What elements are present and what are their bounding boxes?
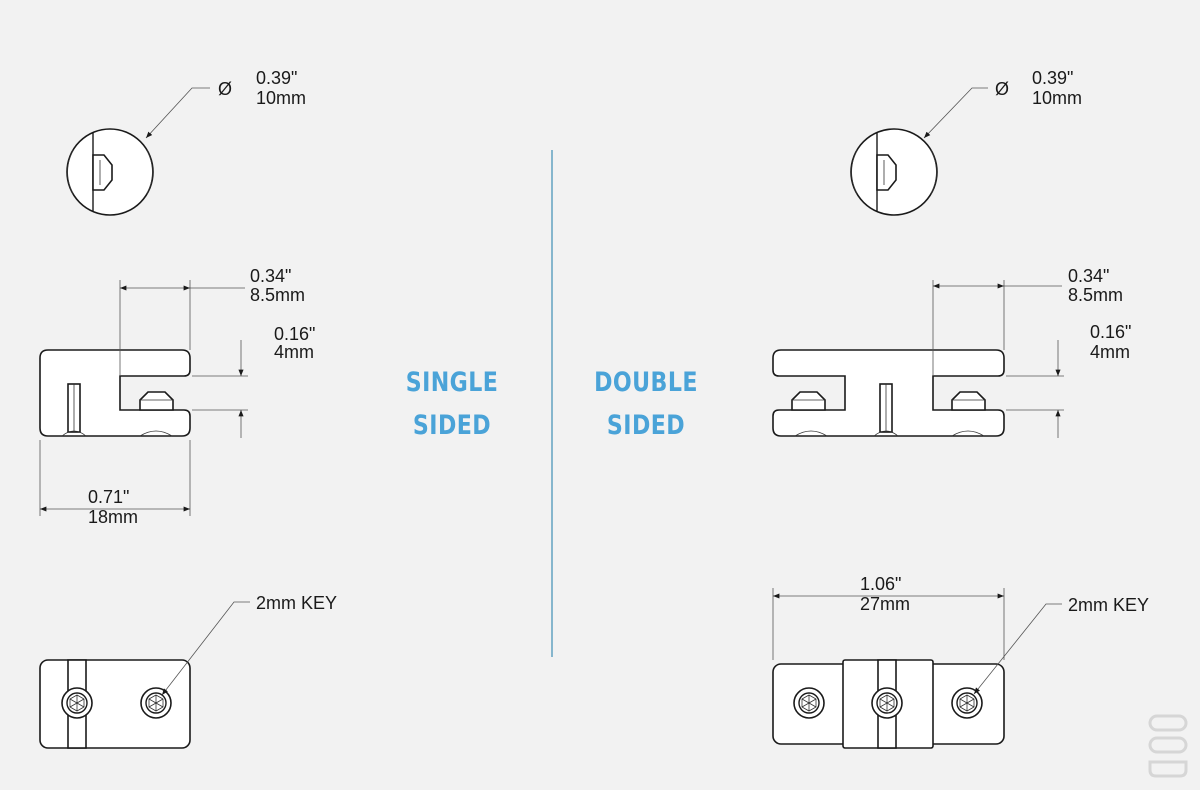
double-gap-dimension	[1006, 340, 1064, 438]
double-title-line2: SIDED	[606, 410, 686, 441]
double-bottom-view	[772, 659, 1005, 749]
single-title-line1: SINGLE	[405, 367, 499, 398]
single-depth-inches: 0.34"	[250, 266, 291, 286]
single-key-label: 2mm KEY	[256, 593, 337, 613]
double-gap-mm: 4mm	[1090, 342, 1130, 362]
single-diameter-symbol: Ø	[218, 79, 232, 99]
double-depth-mm: 8.5mm	[1068, 285, 1123, 305]
single-bottom-view	[39, 659, 191, 749]
single-top-view	[66, 128, 154, 216]
single-gap-inches: 0.16"	[274, 324, 315, 344]
double-key-label: 2mm KEY	[1068, 595, 1149, 615]
single-title-line2: SIDED	[412, 410, 492, 441]
double-diameter-leader	[923, 87, 988, 139]
double-title-line1: DOUBLE	[594, 367, 698, 398]
single-key-leader	[161, 601, 250, 696]
double-depth-inches: 0.34"	[1068, 266, 1109, 286]
single-depth-mm: 8.5mm	[250, 285, 305, 305]
double-depth-dimension	[932, 280, 1062, 376]
double-side-view	[772, 349, 1005, 437]
single-length-inches: 0.71"	[88, 487, 129, 507]
single-depth-dimension	[119, 280, 245, 376]
double-diameter-inches: 0.39"	[1032, 68, 1073, 88]
single-length-dimension	[39, 440, 191, 516]
double-diameter-symbol: Ø	[995, 79, 1009, 99]
single-sided-title: SINGLE SIDED	[395, 361, 510, 447]
double-length-inches: 1.06"	[860, 574, 901, 594]
single-diameter-leader	[145, 87, 210, 139]
single-length-mm: 18mm	[88, 507, 138, 527]
double-sided-title: DOUBLE SIDED	[589, 361, 704, 447]
double-diameter-mm: 10mm	[1032, 88, 1082, 108]
brand-logo-icon	[1148, 714, 1188, 778]
single-gap-mm: 4mm	[274, 342, 314, 362]
single-side-view	[39, 349, 191, 437]
double-key-leader	[973, 603, 1062, 695]
single-gap-dimension	[192, 340, 248, 438]
double-top-view	[850, 128, 938, 216]
double-length-mm: 27mm	[860, 594, 910, 614]
single-diameter-mm: 10mm	[256, 88, 306, 108]
double-length-dimension	[772, 588, 1005, 660]
double-gap-inches: 0.16"	[1090, 322, 1131, 342]
single-diameter-inches: 0.39"	[256, 68, 297, 88]
